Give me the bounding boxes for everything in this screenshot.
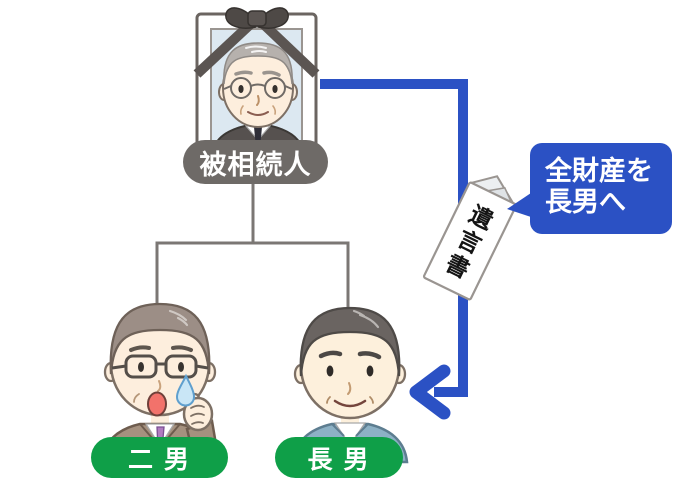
smile-lines <box>239 105 277 115</box>
eldest-son-mouth <box>333 399 367 408</box>
bubble-line-2: 長男へ <box>545 187 626 217</box>
fist-lines <box>190 404 205 425</box>
second-son-lapels <box>139 423 181 439</box>
second-son-label: 二 男 <box>91 437 228 478</box>
decedent-label: 被相続人 <box>183 140 328 184</box>
decedent-nose <box>256 95 260 106</box>
decedent-eye-left <box>238 85 244 93</box>
will-paper <box>422 181 518 301</box>
bubble-tail <box>507 193 531 217</box>
decedent-illustration <box>213 42 301 153</box>
decedent-brow-left <box>234 70 253 76</box>
sweat-drop-icon <box>175 373 196 407</box>
ribbon-knot <box>247 10 267 27</box>
decedent-eye-right <box>272 85 278 93</box>
hair-highlight <box>168 309 189 327</box>
second-son-nose <box>157 380 162 392</box>
decedent-brow-right <box>262 70 281 77</box>
second-son-open-mouth <box>147 391 167 417</box>
decedent-mouth <box>247 111 269 116</box>
will-document-illustration: 遺 言 書 <box>422 175 518 301</box>
second-son-eye-right <box>178 362 184 372</box>
smile-lines <box>326 396 374 404</box>
bubble-line-1: 全財産を <box>545 156 653 186</box>
eldest-son-lapels <box>331 423 369 437</box>
second-son-brow-right <box>171 345 193 352</box>
arrow-head-icon <box>409 364 451 420</box>
eldest-son-nose <box>347 382 352 395</box>
decedent-hair <box>223 42 293 85</box>
eldest-son-hair <box>299 306 401 377</box>
hair-highlight <box>352 309 380 329</box>
glasses-icon <box>223 77 293 99</box>
memorial-portrait <box>193 7 320 171</box>
worry-line <box>133 393 140 403</box>
hair-highlight <box>245 45 267 53</box>
eldest-son-brow-right <box>357 351 382 360</box>
second-son-eye-left <box>138 362 144 372</box>
eldest-son-brow-left <box>318 350 343 359</box>
will-speech-bubble: 全財産を 長男へ <box>507 143 672 234</box>
glasses-icon <box>111 354 209 379</box>
eldest-son-eye-right <box>366 365 374 377</box>
family-tree-lines <box>155 184 350 312</box>
eldest-son-label: 長 男 <box>275 437 403 478</box>
mourning-ribbon-icon <box>193 7 320 78</box>
eldest-son-eye-left <box>326 365 334 377</box>
second-son-brow-left <box>129 345 151 352</box>
tree-line-branches <box>155 241 350 312</box>
